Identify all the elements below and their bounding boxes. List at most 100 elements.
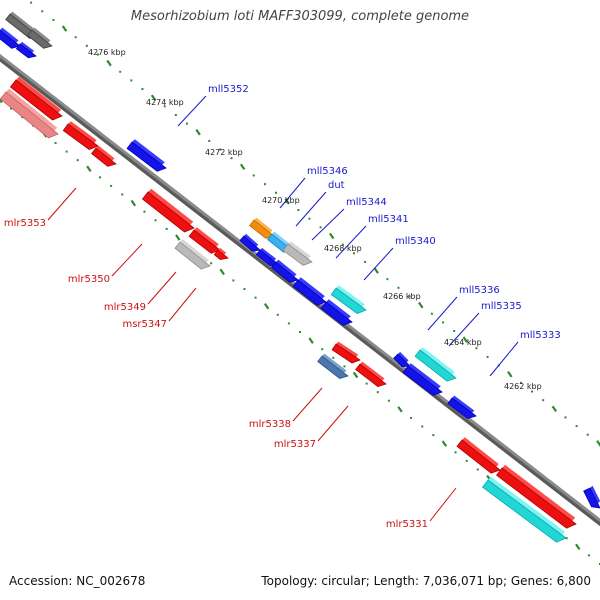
inner-tick-track-major-tick bbox=[130, 199, 137, 207]
feature-red-body bbox=[331, 343, 361, 364]
feature-red-body bbox=[91, 147, 117, 167]
feature-gray-body bbox=[174, 241, 211, 270]
scale-label: 4262 kbp bbox=[504, 382, 542, 391]
reverse-label-connector bbox=[111, 243, 143, 277]
inner-tick-track-minor-tick bbox=[376, 391, 379, 394]
outer-tick-track-minor-tick bbox=[208, 139, 211, 142]
feature-red-body bbox=[456, 439, 501, 474]
outer-tick-track-major-tick bbox=[551, 405, 558, 413]
feature-blue bbox=[126, 139, 167, 172]
outer-tick-track-minor-tick bbox=[475, 347, 478, 350]
outer-tick-track-minor-tick bbox=[185, 122, 188, 125]
reverse-gene-label: mlr5331 bbox=[386, 519, 428, 530]
outer-tick-track-minor-tick bbox=[30, 1, 33, 4]
feature-red-top bbox=[148, 188, 194, 225]
outer-tick-track-minor-tick bbox=[319, 226, 322, 229]
outer-tick-track-major-tick bbox=[150, 94, 157, 101]
feature-steel-blue bbox=[317, 353, 349, 379]
reverse-gene-label: msr5347 bbox=[122, 319, 167, 330]
feature-orange-top bbox=[254, 217, 273, 233]
inner-tick-track-minor-tick bbox=[410, 416, 413, 419]
inner-tick-track-minor-tick bbox=[99, 176, 101, 179]
outer-tick-track-major-tick bbox=[507, 371, 513, 378]
outer-tick-track-minor-tick bbox=[575, 425, 578, 428]
feature-gray bbox=[282, 241, 313, 266]
outer-tick-track-minor-tick bbox=[263, 183, 266, 186]
feature-blue bbox=[15, 41, 37, 59]
outer-tick-track-minor-tick bbox=[297, 209, 300, 212]
outer-tick-track-major-tick bbox=[596, 440, 600, 447]
inner-tick-track-major-tick bbox=[352, 371, 359, 379]
inner-tick-track-minor-tick bbox=[110, 184, 113, 187]
scale-label: 4266 kbp bbox=[383, 292, 421, 301]
outer-tick-track-major-tick bbox=[195, 129, 201, 136]
feature-blue-body bbox=[292, 279, 327, 306]
feature-light-blue-top bbox=[272, 231, 291, 247]
feature-cyan bbox=[414, 347, 457, 382]
feature-red bbox=[355, 361, 387, 387]
feature-blue-body bbox=[239, 235, 261, 252]
scale-label: 4276 kbp bbox=[88, 48, 126, 57]
outer-tick-track-minor-tick bbox=[52, 18, 55, 21]
feature-dark-gray-body bbox=[27, 29, 53, 49]
feature-red-top bbox=[502, 464, 576, 521]
outer-tick-track-major-tick bbox=[106, 59, 112, 67]
scale-label: 4272 kbp bbox=[205, 148, 243, 157]
feature-red-top bbox=[96, 145, 115, 161]
forward-label-connector bbox=[489, 341, 519, 377]
feature-blue-body bbox=[447, 397, 477, 420]
feature-blue bbox=[320, 299, 353, 326]
inner-tick-track-minor-tick bbox=[243, 288, 246, 291]
outer-tick-track-minor-tick bbox=[174, 113, 177, 116]
outer-tick-track-minor-tick bbox=[163, 105, 166, 108]
forward-gene-label: mll5333 bbox=[520, 330, 561, 341]
outer-tick-track-minor-tick bbox=[442, 321, 445, 324]
feature-blue-top bbox=[276, 259, 297, 277]
feature-dark-gray bbox=[27, 27, 53, 49]
outer-tick-track-minor-tick bbox=[531, 390, 534, 393]
feature-blue-top bbox=[244, 233, 259, 247]
feature-red-top bbox=[462, 437, 499, 467]
outer-tick-track-minor-tick bbox=[219, 148, 222, 151]
forward-label-connector bbox=[311, 208, 345, 241]
feature-cyan-top bbox=[488, 476, 566, 535]
outer-tick-track-major-tick bbox=[328, 232, 335, 240]
outer-tick-track-minor-tick bbox=[586, 433, 589, 436]
outer-tick-track-major-tick bbox=[462, 336, 468, 343]
forward-gene-label: mll5352 bbox=[208, 84, 249, 95]
inner-tick-track-minor-tick bbox=[143, 210, 146, 213]
inner-tick-track-major-tick bbox=[397, 406, 403, 413]
outer-tick-track-minor-tick bbox=[386, 278, 389, 281]
scale-label: 4270 kbp bbox=[262, 196, 300, 205]
feature-blue bbox=[393, 351, 411, 368]
outer-tick-track-minor-tick bbox=[564, 416, 567, 419]
scale-label: 4264 kbp bbox=[444, 338, 482, 347]
inner-tick-track-minor-tick bbox=[10, 107, 13, 110]
reverse-label-connector bbox=[147, 271, 177, 305]
reverse-gene-label: mlr5349 bbox=[104, 302, 146, 313]
feature-blue-body bbox=[15, 43, 37, 59]
inner-tick-track-major-tick bbox=[308, 337, 314, 344]
feature-blue-body bbox=[402, 365, 443, 396]
forward-label-connector bbox=[279, 177, 306, 209]
feature-red bbox=[9, 76, 63, 121]
feature-red-body bbox=[9, 79, 63, 121]
inner-tick-track-major-tick bbox=[86, 165, 92, 172]
feature-red-top bbox=[68, 121, 97, 143]
outer-tick-track-minor-tick bbox=[85, 44, 88, 47]
reverse-label-connector bbox=[317, 405, 349, 442]
inner-tick-track-minor-tick bbox=[65, 150, 68, 153]
feature-steel-blue-body bbox=[317, 355, 349, 379]
outer-tick-track-minor-tick bbox=[352, 252, 355, 255]
outer-tick-track-minor-tick bbox=[486, 355, 489, 358]
inner-tick-track-minor-tick bbox=[421, 425, 424, 428]
inner-tick-track-minor-tick bbox=[287, 322, 290, 325]
inner-tick-track-minor-tick bbox=[321, 348, 324, 351]
outer-tick-track-major-tick bbox=[239, 163, 246, 171]
feature-red-top bbox=[218, 247, 227, 255]
reverse-gene-label: mlr5337 bbox=[274, 439, 316, 450]
outer-tick-track-minor-tick bbox=[41, 10, 44, 13]
feature-blue-top bbox=[132, 139, 165, 165]
feature-blue-body bbox=[320, 301, 353, 326]
